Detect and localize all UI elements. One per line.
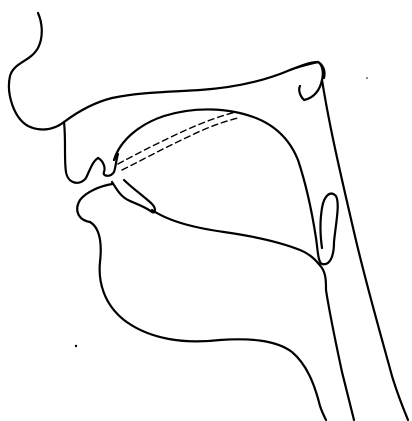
- pharynx-back-wall: [322, 80, 408, 420]
- upper-lip: [64, 122, 98, 183]
- ink-speck: [366, 77, 368, 79]
- jaw-and-throat: [90, 222, 326, 420]
- velum-raised: [114, 109, 316, 238]
- larynx-front-wall: [326, 290, 354, 420]
- velum-lowered-dashed: [118, 112, 236, 164]
- hard-palate: [64, 62, 323, 122]
- uvula: [316, 194, 338, 265]
- tongue: [152, 210, 326, 290]
- lower-teeth: [112, 180, 155, 212]
- nose-outline: [9, 13, 64, 129]
- lower-lip: [77, 184, 112, 222]
- velum-lowered-dashed-inner: [122, 118, 238, 170]
- ink-speck: [75, 345, 77, 347]
